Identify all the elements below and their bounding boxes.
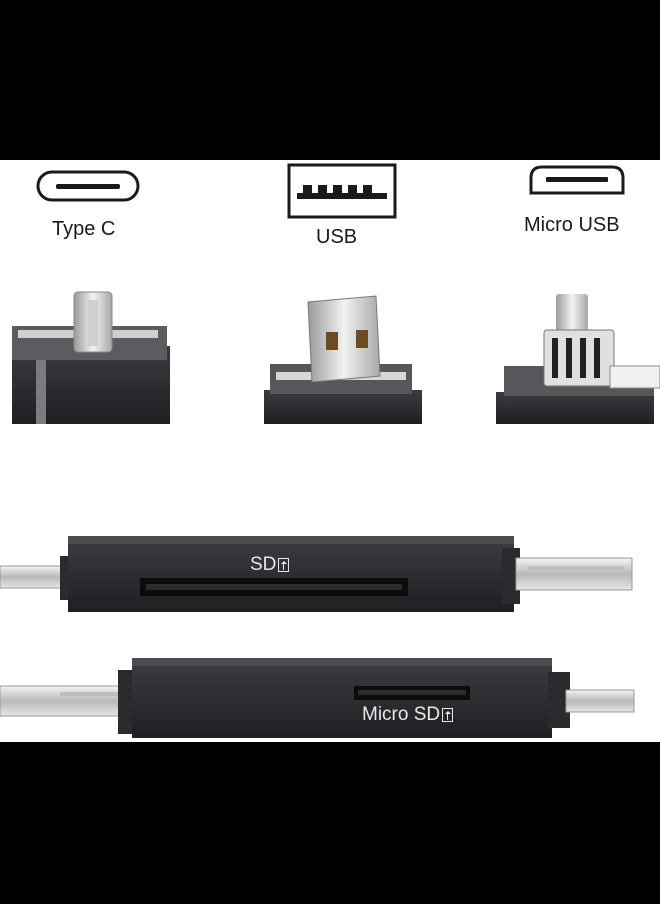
type-c-label: Type C — [52, 218, 116, 240]
usb-closeup — [264, 295, 422, 424]
sd-reader-device — [0, 536, 633, 612]
insert-arrow-icon — [278, 558, 290, 572]
micro-usb-port-icon — [529, 165, 625, 195]
micro-sd-slot-label: Micro SD — [362, 704, 441, 725]
top-black-band — [0, 0, 660, 160]
sd-slot-marking: SD — [250, 554, 290, 576]
product-image-panel — [0, 160, 660, 742]
micro-usb-closeup — [496, 294, 660, 424]
usb-a-port-icon — [287, 163, 397, 219]
type-c-closeup — [12, 291, 170, 424]
micro-sd-slot-marking: Micro SD — [362, 704, 454, 726]
sd-slot-label: SD — [250, 554, 277, 575]
type-c-port-icon — [36, 170, 140, 202]
micro-sd-reader-device — [0, 658, 635, 738]
insert-arrow-icon — [442, 708, 454, 722]
bottom-black-band — [0, 742, 660, 904]
micro-usb-label: Micro USB — [524, 214, 620, 236]
usb-label: USB — [316, 226, 358, 248]
